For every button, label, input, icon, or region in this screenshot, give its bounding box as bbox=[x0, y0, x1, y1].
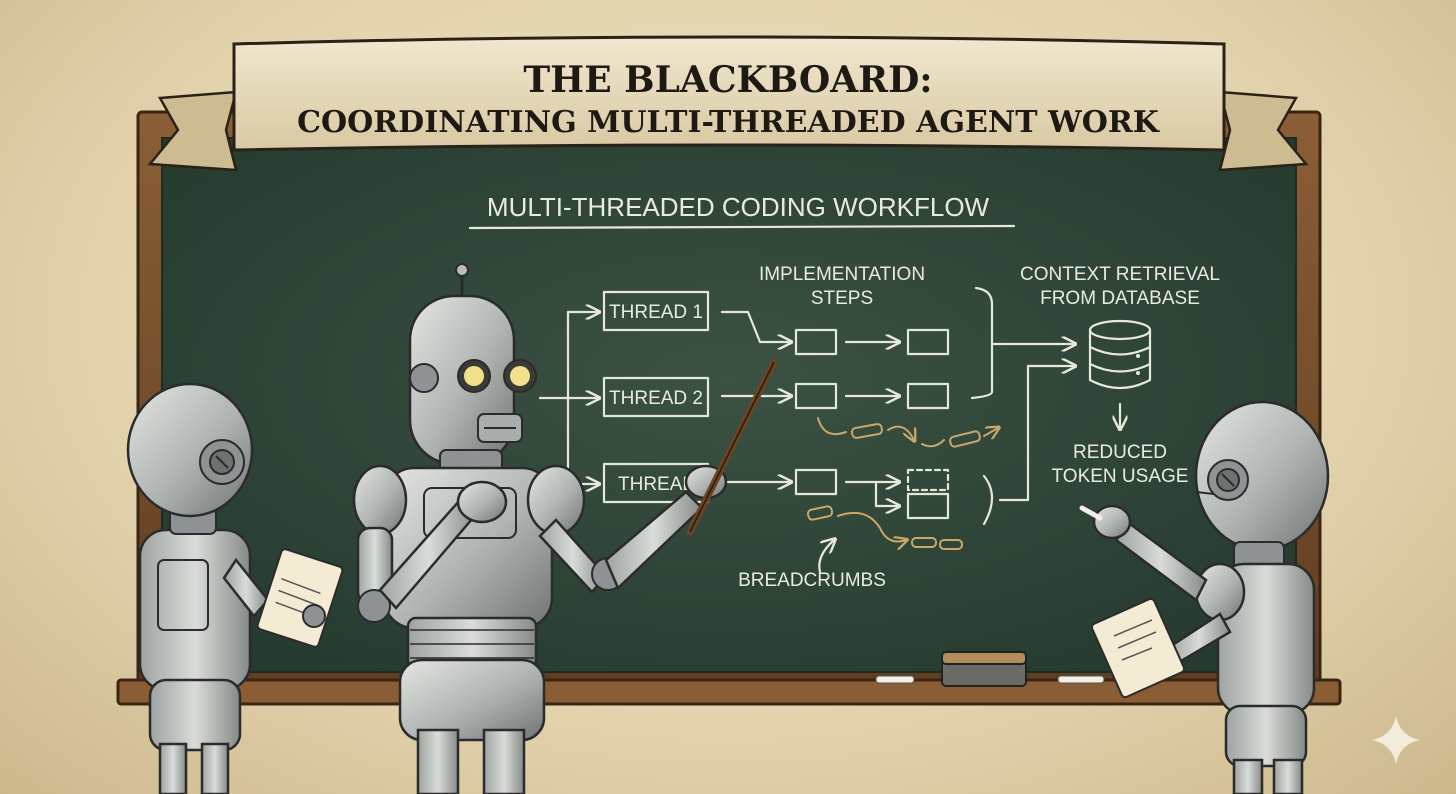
thread-3-label: THREAD bbox=[618, 474, 696, 495]
step-box-1a bbox=[794, 328, 838, 356]
breadcrumb-trail-upper bbox=[817, 417, 998, 448]
implementation-label-line1: IMPLEMENTATION bbox=[759, 264, 925, 285]
chalk-pieces bbox=[875, 675, 1105, 684]
step-box-1b bbox=[906, 328, 950, 356]
heading-underline bbox=[468, 224, 1016, 230]
reduced-label-line2: TOKEN USAGE bbox=[1052, 466, 1189, 487]
left-robot bbox=[126, 382, 344, 794]
center-robot bbox=[352, 263, 778, 794]
title-banner: THE BLACKBOARD: COORDINATING MULTI-THREA… bbox=[147, 35, 1309, 172]
eraser bbox=[941, 651, 1027, 687]
thread-1-box: THREAD 1 bbox=[602, 290, 710, 332]
step-box-2b bbox=[906, 382, 950, 410]
thread-1-label: THREAD 1 bbox=[609, 302, 703, 323]
step-box-2a bbox=[794, 382, 838, 410]
context-label-line1: CONTEXT RETRIEVAL bbox=[1020, 264, 1220, 285]
breadcrumbs-label: BREADCRUMBS bbox=[738, 570, 886, 591]
workflow-diagram: THREAD 1 THREAD 2 THREAD IMPLEMENTATION … bbox=[538, 264, 1220, 591]
right-robot bbox=[1079, 400, 1330, 794]
step-box-3b bbox=[906, 468, 950, 520]
thread-2-box: THREAD 2 bbox=[602, 376, 710, 418]
board-heading: MULTI-THREADED CODING WORKFLOW bbox=[487, 192, 990, 222]
database-icon bbox=[1088, 319, 1152, 390]
reduced-label-line1: REDUCED bbox=[1073, 442, 1167, 463]
banner-title-line2: COORDINATING MULTI-THREADED AGENT WORK bbox=[297, 105, 1160, 140]
sparkle-icon bbox=[1372, 716, 1420, 764]
banner-title-line1: THE BLACKBOARD: bbox=[523, 59, 932, 101]
right-robot-notepad bbox=[1090, 597, 1186, 699]
step-box-3a bbox=[794, 468, 838, 496]
context-label-line2: FROM DATABASE bbox=[1040, 288, 1200, 309]
thread-2-label: THREAD 2 bbox=[609, 388, 703, 409]
implementation-label-line2: STEPS bbox=[811, 288, 873, 309]
breadcrumb-trail-lower bbox=[806, 505, 963, 549]
